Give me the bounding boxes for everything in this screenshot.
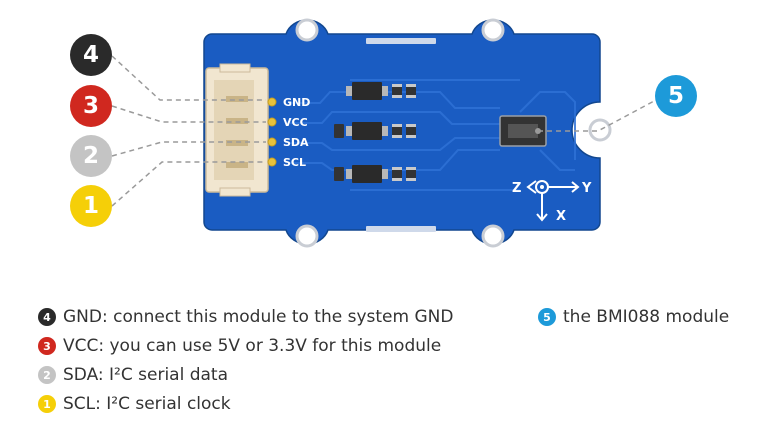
pin-label-gnd: GND	[283, 96, 310, 109]
callout-badge-3: 3	[70, 85, 112, 127]
legend-badge-4: 4	[38, 308, 56, 326]
legend-text-scl: SCL: I²C serial clock	[63, 394, 231, 414]
axis-z-label: Z	[512, 181, 521, 196]
axis-orientation-mark	[526, 180, 580, 222]
chip-callout-anchor	[535, 128, 541, 134]
legend-badge-3: 3	[38, 337, 56, 355]
legend-item-gnd: 4 GND: connect this module to the system…	[38, 306, 453, 328]
pin-pad-vcc	[267, 117, 277, 127]
axis-y-label: Y	[581, 181, 592, 196]
legend-text-sda: SDA: I²C serial data	[63, 365, 229, 385]
legend-badge-2: 2	[38, 366, 56, 384]
pin-pad-sda	[267, 137, 277, 147]
pin-label-sda: SDA	[283, 136, 309, 149]
legend-text-vcc: VCC: you can use 5V or 3.3V for this mod…	[63, 336, 442, 356]
smd-components	[334, 82, 416, 183]
pin-label-scl: SCL	[283, 156, 306, 169]
pin-label-vcc: VCC	[283, 116, 308, 129]
grove-connector	[205, 63, 269, 197]
pin-pads	[267, 97, 277, 167]
callout-badge-5: 5	[655, 75, 697, 117]
silkscreen-marks	[366, 38, 436, 232]
legend-item-sda: 2 SDA: I²C serial data	[38, 364, 228, 386]
pin-pad-scl	[267, 157, 277, 167]
legend-text-bmi088: the BMI088 module	[563, 307, 730, 327]
legend-item-vcc: 3 VCC: you can use 5V or 3.3V for this m…	[38, 335, 441, 357]
pin-pad-gnd	[267, 97, 277, 107]
legend-badge-1: 1	[38, 395, 56, 413]
callout-badge-1: 1	[70, 185, 112, 227]
callout-leader-lines	[111, 55, 657, 207]
legend-text-gnd: GND: connect this module to the system G…	[63, 307, 454, 327]
callout-badge-4: 4	[70, 34, 112, 76]
bmi088-chip	[499, 115, 547, 147]
legend-item-bmi088: 5 the BMI088 module	[538, 306, 729, 328]
callout-badge-2: 2	[70, 135, 112, 177]
axis-x-label: X	[556, 209, 566, 224]
mounting-holes	[295, 18, 612, 248]
legend-item-scl: 1 SCL: I²C serial clock	[38, 393, 231, 415]
legend-badge-5: 5	[538, 308, 556, 326]
